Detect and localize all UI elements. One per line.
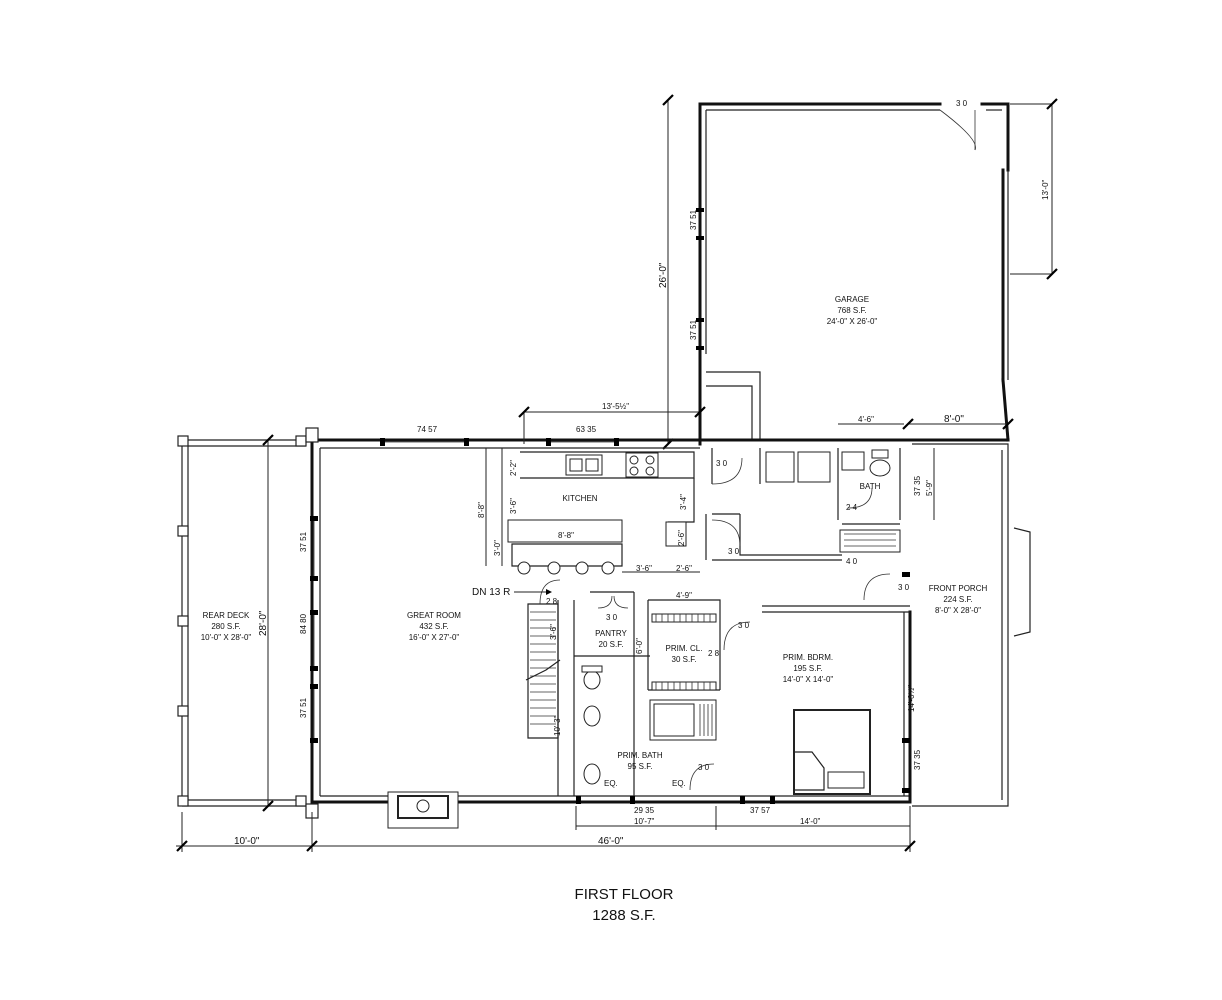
window-tag-bottom-1: 29 35 (634, 806, 655, 815)
door-tag-bath: 2 4 (846, 503, 858, 512)
rear-deck (177, 427, 319, 819)
dim-bdrm-width: 14'-0" (800, 817, 821, 826)
dim-bath-depth2: 10'-3" (553, 715, 562, 736)
bdrm-size: 14'-0" X 14'-0" (783, 675, 834, 684)
deck-name: REAR DECK (203, 611, 250, 620)
porch-size: 8'-0" X 28'-0" (935, 606, 981, 615)
overall-dimensions (176, 812, 916, 852)
top-windows (380, 438, 619, 446)
dim-deck-depth: 28'-0" (258, 610, 269, 636)
window-tag-gr-1: 37 51 (299, 531, 308, 552)
great-room-size: 16'-0" X 27'-0" (409, 633, 460, 642)
dim-kitchen-g: 2'-6" (676, 564, 692, 573)
plan-area: 1288 S.F. (592, 907, 655, 924)
dim-deck-width: 10'-0" (234, 836, 260, 847)
bath-name: BATH (860, 482, 881, 491)
garage-dimensions (662, 94, 1058, 450)
dim-kitchen-d: 3'-4" (679, 494, 688, 510)
porch-name: FRONT PORCH (929, 584, 988, 593)
eq-right: EQ. (672, 779, 686, 788)
dim-pantry-depth: 6'-0" (635, 638, 644, 654)
dim-house-width: 46'-0" (598, 836, 624, 847)
dim-kitchen-e: 2'-6" (677, 530, 686, 546)
great-room-windows (310, 516, 318, 743)
great-room-area: 432 S.F. (419, 622, 448, 631)
hall-doors (711, 451, 831, 547)
bed (793, 709, 871, 795)
dim-kitchen-a: 2'-2" (509, 460, 518, 476)
great-room-name: GREAT ROOM (407, 611, 461, 620)
prim-bath-name: PRIM. BATH (617, 751, 662, 760)
pantry-fixtures (597, 595, 629, 609)
pantry-area: 20 S.F. (599, 640, 624, 649)
garage-name: GARAGE (835, 295, 869, 304)
door-tag-stair: 2 8 (546, 597, 558, 606)
dim-bath-depth: 5'-9" (925, 480, 934, 496)
dim-garage-door: 13'-0" (1041, 179, 1050, 200)
eq-left: EQ. (604, 779, 618, 788)
window-tag-top-1: 74 57 (417, 425, 438, 434)
garage-area: 768 S.F. (837, 306, 866, 315)
dim-closet-width: 4'-9" (676, 591, 692, 600)
prim-bath-area: 95 S.F. (628, 762, 653, 771)
pantry-name: PANTRY (595, 629, 627, 638)
bottom-windows (576, 796, 775, 804)
door-tag-bdrm: 3 0 (738, 621, 750, 630)
door-tag-prim-bath: 3 0 (698, 763, 710, 772)
dim-bdrm-depth: 14'-0½" (907, 685, 916, 712)
door-tag-hall-2: 3 0 (728, 547, 740, 556)
dim-kitchen-depth: 8'-8" (477, 502, 486, 518)
dim-kitchen-b: 3'-6" (509, 498, 518, 514)
stair-label: DN 13 R (472, 587, 510, 598)
dim-stair-run: 3'-6" (549, 624, 558, 640)
door-tag-garage: 3 0 (956, 99, 968, 108)
closet-name: PRIM. CL. (666, 644, 703, 653)
deck-area: 280 S.F. (211, 622, 240, 631)
front-porch (863, 443, 1031, 807)
window-tag-top-2: 63 35 (576, 425, 597, 434)
door-tag-pantry: 3 0 (606, 613, 618, 622)
deck-size: 10'-0" X 28'-0" (201, 633, 252, 642)
closet-area: 30 S.F. (672, 655, 697, 664)
bdrm-name: PRIM. BDRM. (783, 653, 833, 662)
dim-bath-width: 4'-6" (858, 415, 874, 424)
garage-size: 24'-0" X 26'-0" (827, 317, 878, 326)
window-tag-gr-2: 84 80 (299, 613, 308, 634)
garage-walls (698, 102, 1010, 446)
bdrm-area: 195 S.F. (793, 664, 822, 673)
dim-kitchen-f: 3'-6" (636, 564, 652, 573)
window-tag-garage-1: 37 51 (689, 209, 698, 230)
door-tag-closet: 4 0 (846, 557, 858, 566)
door-tag-porch: 3 0 (898, 583, 910, 592)
prim-bath-fixtures (581, 665, 717, 791)
dim-kitchen-c: 3'-0" (493, 540, 502, 556)
bath-fixtures (838, 423, 935, 553)
window-tag-bottom-2: 37 57 (750, 806, 771, 815)
dim-island: 8'-8" (558, 531, 574, 540)
kitchen-name: KITCHEN (562, 494, 597, 503)
window-tag-bdrm-side: 37 35 (913, 749, 922, 770)
porch-area: 224 S.F. (943, 595, 972, 604)
door-tag-closet2: 2 8 (708, 649, 720, 658)
closet-shelves (651, 599, 720, 691)
dim-porch-width: 8'-0" (944, 414, 964, 425)
stairs (514, 579, 561, 739)
dim-bath-width2: 10'-7" (634, 817, 655, 826)
fireplace (387, 791, 459, 829)
dim-kitchen-span: 13'-5½" (602, 402, 629, 411)
door-tag-hall-1: 3 0 (716, 459, 728, 468)
plan-title: FIRST FLOOR (575, 886, 674, 903)
kitchen-fixtures (485, 448, 700, 575)
dim-garage-depth: 26'-0" (658, 262, 669, 288)
window-tag-bath: 37 35 (913, 475, 922, 496)
window-tag-gr-3: 37 51 (299, 697, 308, 718)
window-tag-garage-2: 37 51 (689, 319, 698, 340)
